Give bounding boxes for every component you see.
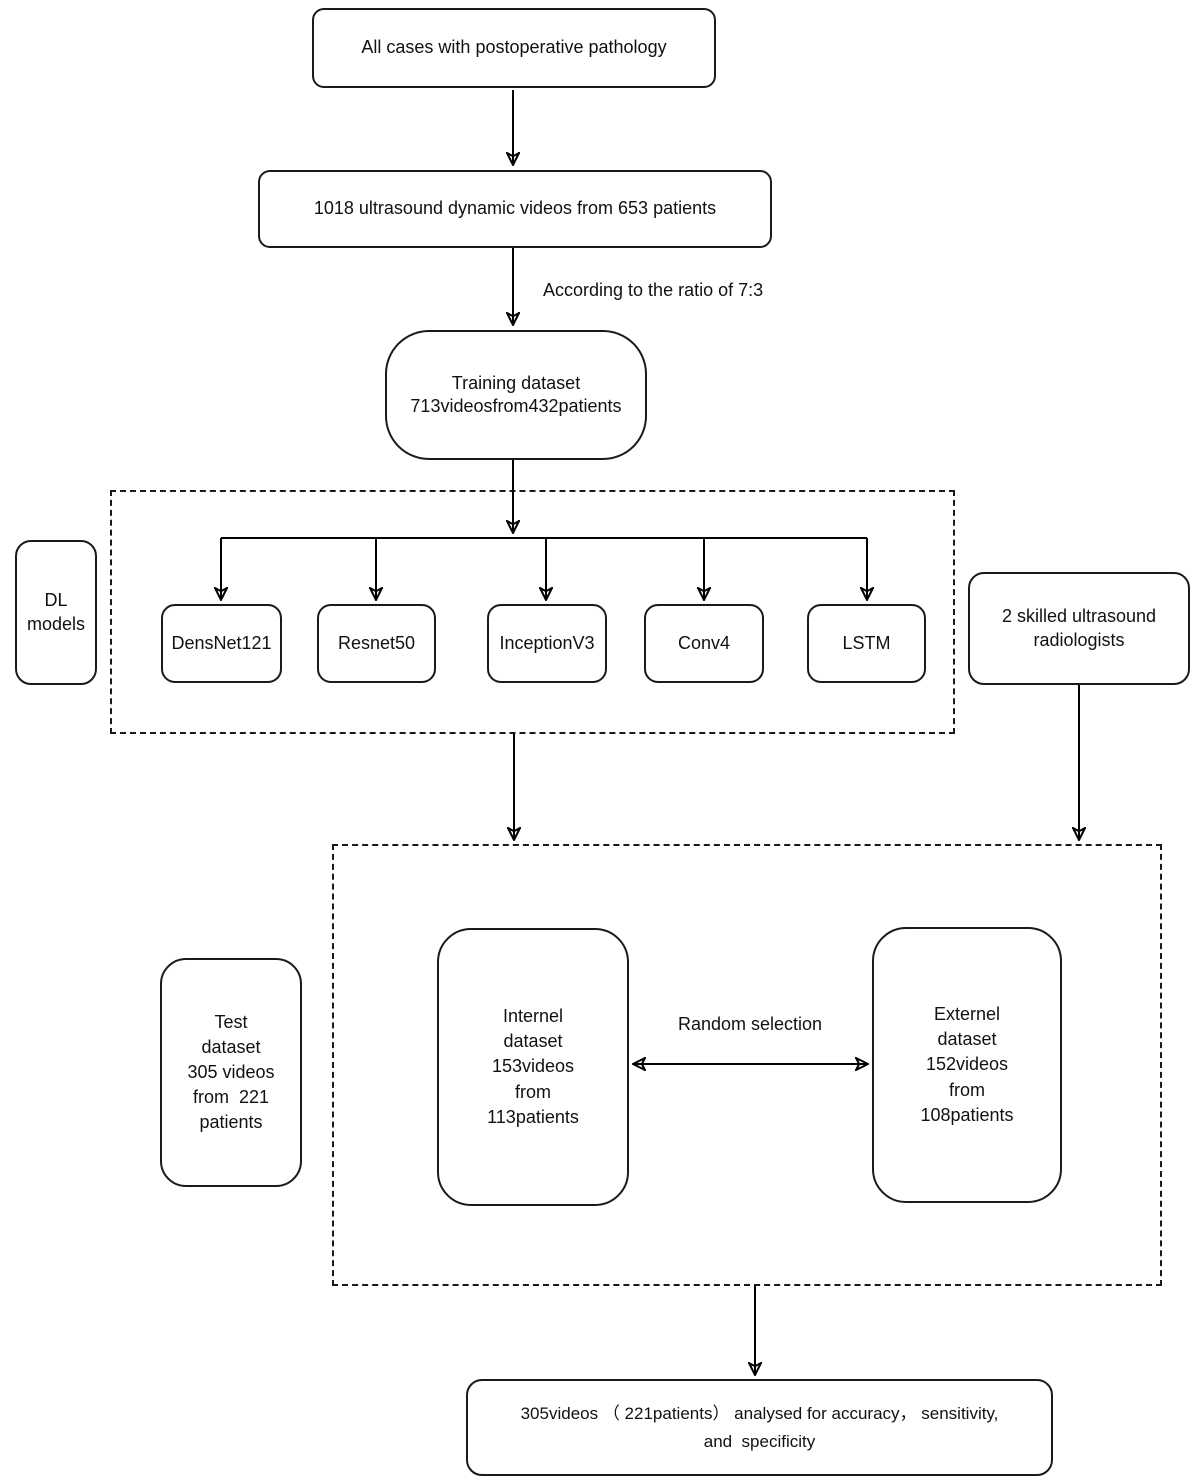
edge-label-random-selection: Random selection (677, 1014, 823, 1034)
edge-label-ratio: According to the ratio of 7:3 (543, 280, 764, 300)
dashed-group-dl-models (110, 490, 955, 734)
node-training-dataset: Training dataset 713videosfrom432patient… (385, 330, 647, 460)
node-test-dataset: Test dataset 305 videos from 221 patient… (160, 958, 302, 1187)
node-resnet50: Resnet50 (317, 604, 436, 683)
node-conv4: Conv4 (644, 604, 764, 683)
node-external-dataset: Externel dataset 152videos from 108patie… (872, 927, 1062, 1203)
dashed-group-test-datasets (332, 844, 1162, 1286)
node-ultrasound-videos: 1018 ultrasound dynamic videos from 653 … (258, 170, 772, 248)
node-internal-dataset: Internel dataset 153videos from 113patie… (437, 928, 629, 1206)
node-all-cases: All cases with postoperative pathology (312, 8, 716, 88)
node-result: 305videos （ 221patients） analysed for ac… (466, 1379, 1053, 1476)
node-lstm: LSTM (807, 604, 926, 683)
node-inceptionv3: InceptionV3 (487, 604, 607, 683)
node-densnet121: DensNet121 (161, 604, 282, 683)
node-radiologists: 2 skilled ultrasound radiologists (968, 572, 1190, 685)
node-dl-models: DL models (15, 540, 97, 685)
